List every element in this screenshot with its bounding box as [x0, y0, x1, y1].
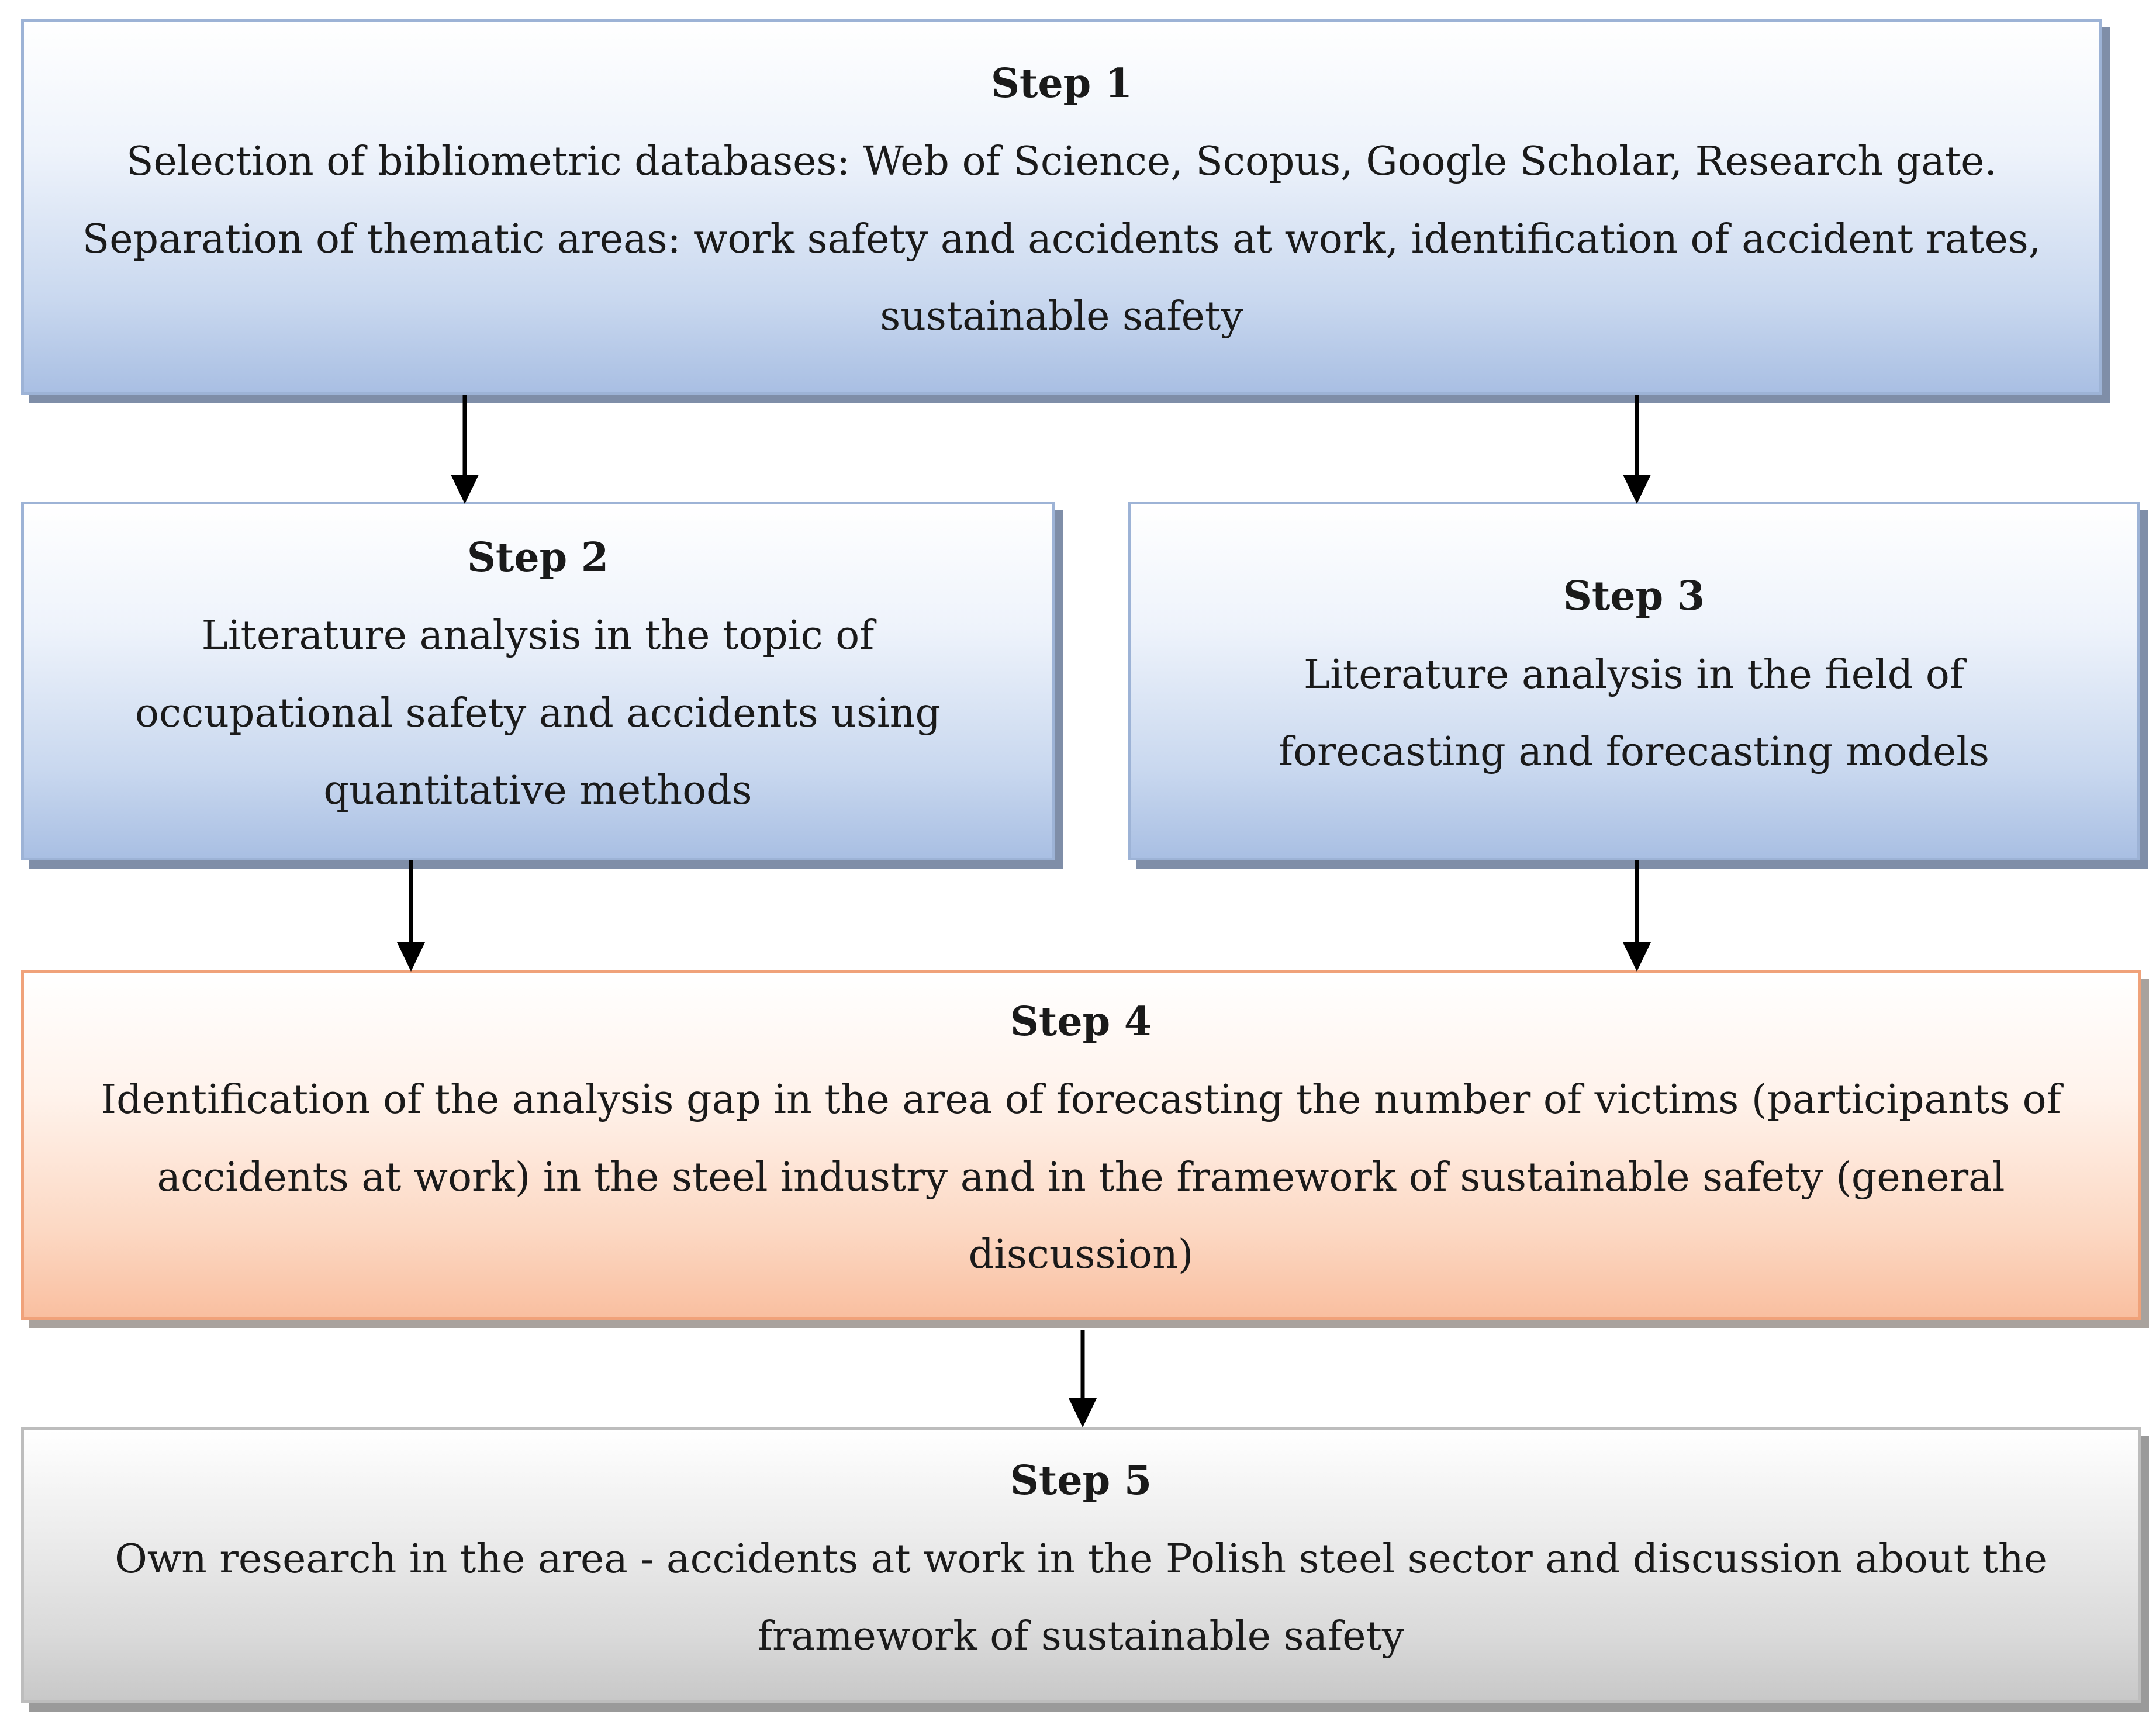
step-1-title: Step 1 [990, 60, 1133, 107]
step-1-text: Selection of bibliometric databases: Web… [82, 139, 2041, 340]
step-5-title: Step 5 [1010, 1457, 1152, 1505]
step-4-box: Step 4 Identification of the analysis ga… [21, 970, 2141, 1320]
step-5-text: Own research in the area - accidents at … [115, 1536, 2047, 1660]
step-3-title: Step 3 [1563, 573, 1705, 620]
step-2-title: Step 2 [467, 534, 609, 581]
step-4-text: Identification of the analysis gap in th… [101, 1077, 2061, 1278]
arrow-step3-to-step4 [1623, 860, 1651, 972]
step-3-box: Step 3 Literature analysis in the field … [1128, 502, 2140, 860]
step-2-text: Literature analysis in the topic of occu… [135, 613, 941, 814]
arrow-step4-to-step5 [1069, 1330, 1097, 1427]
step-1-box: Step 1 Selection of bibliometric databas… [21, 19, 2102, 395]
step-5-box: Step 5 Own research in the area - accide… [21, 1427, 2141, 1703]
step-3-text: Literature analysis in the field of fore… [1278, 651, 1990, 776]
arrow-step2-to-step4 [397, 860, 425, 972]
arrow-step1-to-step2 [451, 395, 479, 504]
arrow-step1-to-step3 [1623, 395, 1651, 504]
step-2-box: Step 2 Literature analysis in the topic … [21, 502, 1055, 860]
step-4-title: Step 4 [1010, 998, 1152, 1045]
